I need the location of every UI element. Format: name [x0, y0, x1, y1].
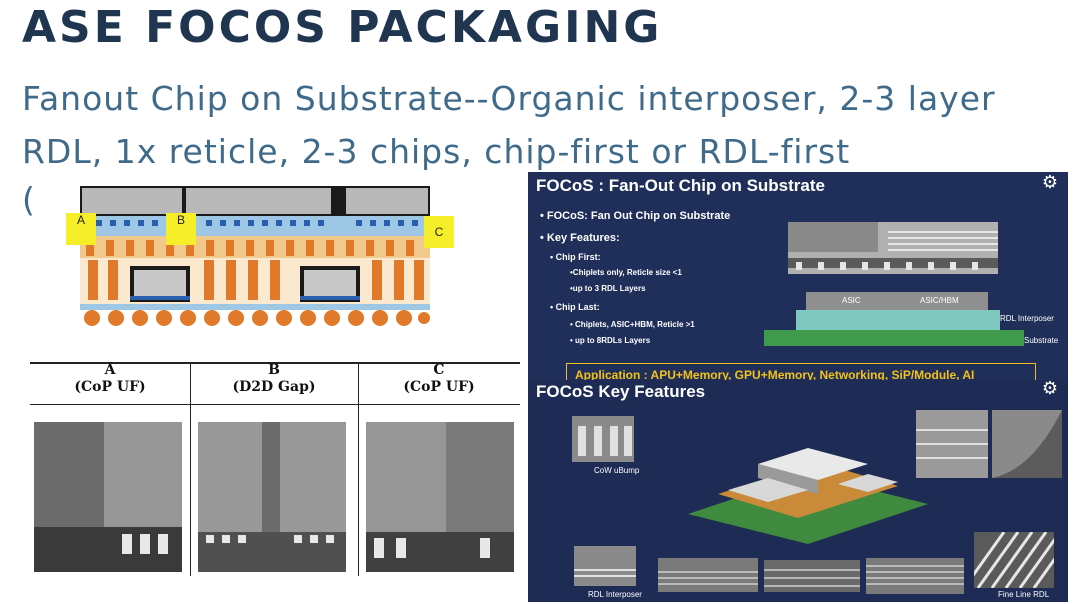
focos-overview-panel: FOCoS : Fan-Out Chip on Substrate ⚙ • FO… [528, 172, 1068, 382]
rdl-layer-image-3 [866, 558, 964, 594]
panel2-title: FOCoS Key Features [536, 382, 706, 401]
chip-last-item-2: • up to 8RDLs Layers [570, 336, 651, 345]
table-header-b: B(D2D Gap) [232, 362, 316, 395]
chip-last-item-1: • Chiplets, ASIC+HBM, Reticle >1 [570, 320, 695, 329]
gear-icon: ⚙ [1041, 172, 1058, 193]
asic-hbm-label: ASIC/HBM [920, 296, 959, 305]
asic-label: ASIC [842, 296, 861, 305]
rdl-layer-image-2 [764, 560, 860, 592]
sem-table: A(CoP UF) B(D2D Gap) C(CoP UF) [30, 362, 520, 576]
table-header-c: C(CoP UF) [403, 362, 475, 395]
sem-image-c [366, 422, 514, 572]
bullet-key-features: • Key Features: [540, 232, 620, 244]
fine-line-rdl-image [974, 532, 1054, 588]
sem-image-b [198, 422, 346, 572]
focos-key-features-panel: FOCoS Key Features ⚙ CoW uBump RDL Inter… [528, 380, 1068, 602]
cross-section-label-b: B [176, 213, 185, 227]
bullet-chip-first: • Chip First: [550, 252, 601, 262]
rdl-interposer-label-2: RDL Interposer [588, 590, 642, 599]
stray-parenthesis: ( [22, 180, 35, 219]
page-title: ASE FOCOS PACKAGING [22, 2, 663, 53]
package-cross-section [66, 186, 432, 326]
bullet-chip-last: • Chip Last: [550, 302, 600, 312]
fine-line-rdl-label: Fine Line RDL [998, 590, 1050, 599]
sem-image-a [34, 422, 182, 572]
panel1-title: FOCoS : Fan-Out Chip on Substrate [536, 176, 825, 195]
rdl-interposer-image [574, 546, 636, 586]
rdl-interposer-label: RDL Interposer [1000, 314, 1054, 323]
rdl-layer-image-1 [658, 558, 758, 592]
table-header-a: A(CoP UF) [74, 362, 146, 395]
cow-ubump-label: CoW uBump [594, 466, 640, 475]
cow-ubump-image [572, 416, 634, 462]
fine-pitch-image-2 [992, 410, 1062, 478]
cross-section-label-c: C [424, 216, 454, 248]
chip-first-cross-section [788, 222, 998, 274]
fine-pitch-image-1 [916, 410, 988, 478]
page-subtitle: Fanout Chip on Substrate--Organic interp… [22, 79, 996, 171]
chip-first-item-1: •Chiplets only, Reticle size <1 [570, 268, 682, 277]
cross-section-label-a: A [76, 213, 85, 227]
bullet-focos: • FOCoS: Fan Out Chip on Substrate [540, 210, 731, 222]
package-3d-render [688, 448, 928, 544]
application-banner: Application : APU+Memory, GPU+Memory, Ne… [566, 363, 1036, 382]
chip-first-item-2: •up to 3 RDL Layers [570, 284, 646, 293]
substrate-label: Substrate [1024, 336, 1059, 345]
gear-icon-2: ⚙ [1041, 380, 1058, 399]
